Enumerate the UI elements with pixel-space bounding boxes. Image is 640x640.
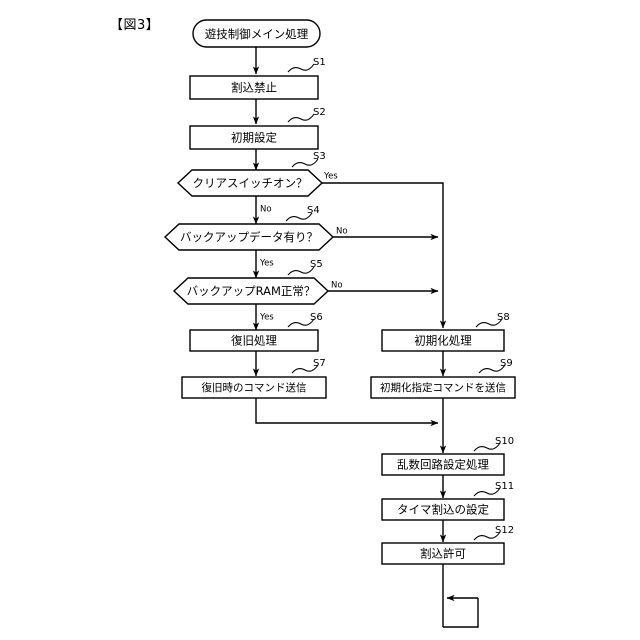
leader-s1 xyxy=(287,63,315,73)
leader-s12 xyxy=(473,531,501,541)
node-start xyxy=(192,19,321,48)
leader-s6 xyxy=(287,318,315,328)
node-s10-label: 乱数回路設定処理 xyxy=(397,458,489,472)
node-s4 xyxy=(163,223,335,251)
edge-s7-trunk xyxy=(255,398,439,427)
node-s1-label: 割込禁止 xyxy=(231,81,277,95)
step-label-s6: S6 xyxy=(310,312,323,323)
leader-s5 xyxy=(287,266,315,276)
branch-label-s3-yes: Yes xyxy=(323,172,338,182)
step-label-s8: S8 xyxy=(497,312,510,323)
node-s6-label: 復旧処理 xyxy=(231,334,277,348)
branch-label-s4-yes: Yes xyxy=(259,259,274,269)
node-s4-label: バックアップデータ有り？ xyxy=(180,230,318,244)
step-label-s5: S5 xyxy=(310,259,323,270)
node-s8-label: 初期化処理 xyxy=(414,334,472,348)
edge-s3-yes-trunk xyxy=(322,182,447,329)
node-s12-label: 割込許可 xyxy=(420,547,466,561)
leader-s9 xyxy=(478,364,506,374)
step-label-s1: S1 xyxy=(313,57,326,68)
branch-label-s4-no: No xyxy=(336,227,348,237)
leader-s10 xyxy=(473,442,501,452)
node-s9-label: 初期化指定コマンドを送信 xyxy=(380,381,506,394)
node-s11 xyxy=(381,498,505,521)
step-label-s7: S7 xyxy=(313,358,326,369)
node-s10 xyxy=(381,453,505,476)
step-label-s10: S10 xyxy=(495,436,514,447)
branch-label-s5-yes: Yes xyxy=(259,313,274,323)
node-s7 xyxy=(181,376,327,399)
node-s1 xyxy=(189,75,319,100)
node-s2-label: 初期設定 xyxy=(231,131,277,145)
step-label-s11: S11 xyxy=(495,481,514,492)
node-s5 xyxy=(172,277,330,305)
leader-s3 xyxy=(291,158,319,168)
step-label-s12: S12 xyxy=(495,525,514,536)
leader-s4 xyxy=(285,212,313,222)
branch-label-s5-no: No xyxy=(331,281,343,291)
node-s8 xyxy=(381,329,505,352)
node-s12 xyxy=(381,542,505,565)
node-s3 xyxy=(176,169,324,197)
node-s5-label: バックアップRAM正常？ xyxy=(187,284,316,298)
step-label-s2: S2 xyxy=(313,107,326,118)
figure-title: 【図3】 xyxy=(110,18,160,33)
step-label-s9: S9 xyxy=(500,358,513,369)
leader-s8 xyxy=(475,318,503,328)
node-s7-label: 復旧時のコマンド送信 xyxy=(202,381,307,394)
edge-loop-return-lower xyxy=(443,598,479,628)
leader-s11 xyxy=(473,487,501,497)
branch-label-s3-no: No xyxy=(260,205,272,215)
node-s11-label: タイマ割込の設定 xyxy=(397,503,489,517)
step-label-s3: S3 xyxy=(313,151,326,162)
step-label-s4: S4 xyxy=(307,205,320,216)
leader-s7 xyxy=(291,364,319,374)
node-s6 xyxy=(189,329,319,352)
node-start-label: 遊技制御メイン処理 xyxy=(205,27,309,41)
node-s2 xyxy=(189,125,319,150)
node-s9 xyxy=(370,376,516,399)
node-s3-label: クリアスイッチオン？ xyxy=(193,176,308,190)
leader-s2 xyxy=(287,113,315,123)
